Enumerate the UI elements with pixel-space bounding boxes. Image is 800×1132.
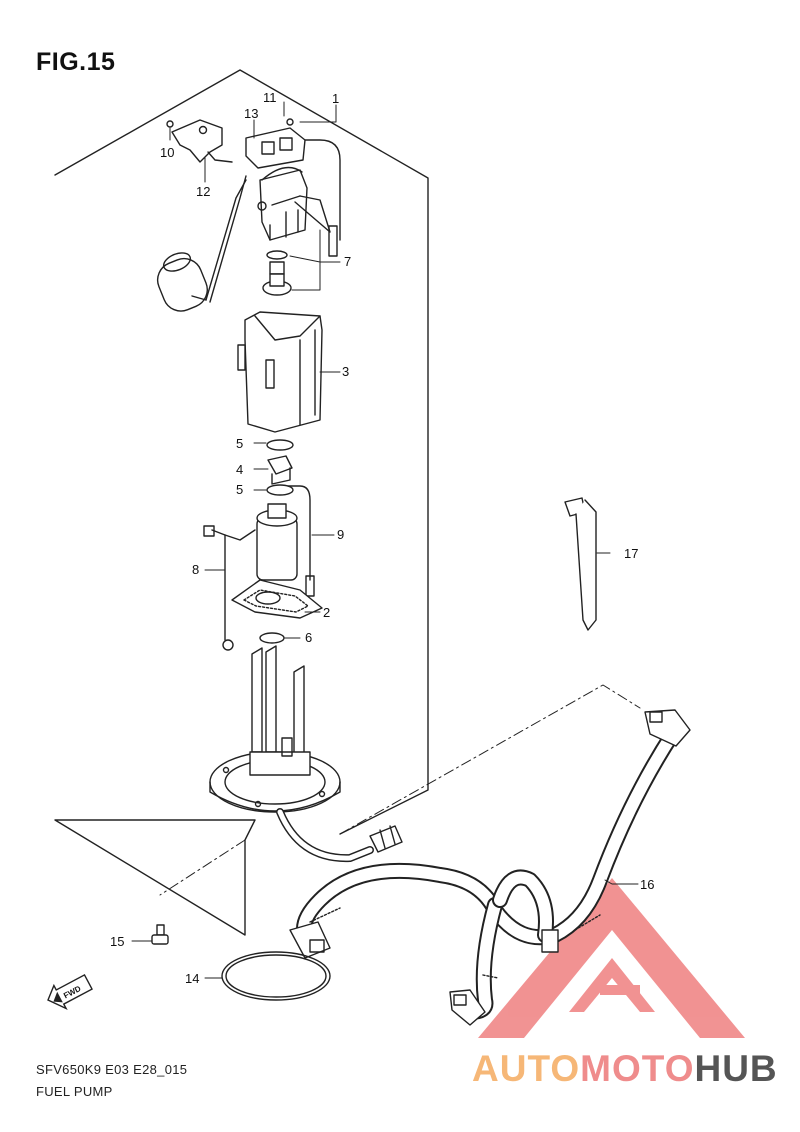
- callout-16: 16: [640, 877, 654, 892]
- callout-8: 8: [192, 562, 199, 577]
- sender-connector: [245, 118, 341, 241]
- callout-2: 2: [323, 605, 330, 620]
- construction-line-lower: [159, 839, 246, 896]
- seal-ring-upper: [266, 439, 294, 451]
- o-ring-gasket: [221, 951, 331, 1001]
- fuel-filter: [231, 579, 323, 619]
- fuel-pump-case: [237, 311, 323, 433]
- level-sender-body: [257, 166, 338, 257]
- watermark-part-2: MOTO: [580, 1048, 695, 1089]
- seal-ring-bottom: [259, 632, 285, 644]
- callout-3: 3: [342, 364, 349, 379]
- callout-1: 1: [332, 91, 339, 106]
- callout-5-lower: 5: [236, 482, 243, 497]
- fuel-pump-base-plate: [209, 645, 341, 813]
- fuel-pump-motor: [256, 485, 315, 597]
- fuel-level-float: [156, 175, 247, 312]
- callout-7: 7: [344, 254, 351, 269]
- watermark-part-1: AUTO: [472, 1048, 581, 1089]
- figure-title: FIG.15: [36, 48, 116, 76]
- pump-fitting: [267, 455, 293, 485]
- callout-15: 15: [110, 934, 124, 949]
- assembly-outline: [54, 69, 429, 936]
- seal-ring-lower: [266, 484, 294, 496]
- watermark-logo: AUTOMOTOHUB: [472, 1048, 778, 1090]
- callout-5-upper: 5: [236, 436, 243, 451]
- harness-clamp: [564, 497, 597, 631]
- callout-labels: 1 2 3 4 5 5 6 7 8 9 10 11 12 13 14 15 16…: [110, 90, 654, 986]
- callout-12: 12: [196, 184, 210, 199]
- fuel-hose: [289, 709, 691, 1026]
- callout-leaders: [131, 101, 639, 979]
- callout-13: 13: [244, 106, 258, 121]
- callout-14: 14: [185, 971, 199, 986]
- callout-9: 9: [337, 527, 344, 542]
- mounting-bracket: [166, 119, 233, 163]
- callout-6: 6: [305, 630, 312, 645]
- construction-line-upper: [339, 684, 641, 835]
- model-code: SFV650K9 E03 E28_015: [36, 1062, 188, 1077]
- callout-4: 4: [236, 462, 243, 477]
- check-valve: [262, 250, 292, 296]
- watermark-part-3: HUB: [694, 1048, 778, 1089]
- pump-harness: [276, 808, 403, 863]
- watermark-triangle-icon: [478, 878, 745, 1038]
- callout-11: 11: [263, 90, 277, 105]
- callout-17: 17: [624, 546, 638, 561]
- forward-direction-arrow-icon: FWD: [47, 973, 93, 1011]
- figure-name: FUEL PUMP: [36, 1084, 113, 1099]
- bolt: [151, 924, 169, 945]
- callout-10: 10: [160, 145, 174, 160]
- ground-wire: [203, 525, 256, 651]
